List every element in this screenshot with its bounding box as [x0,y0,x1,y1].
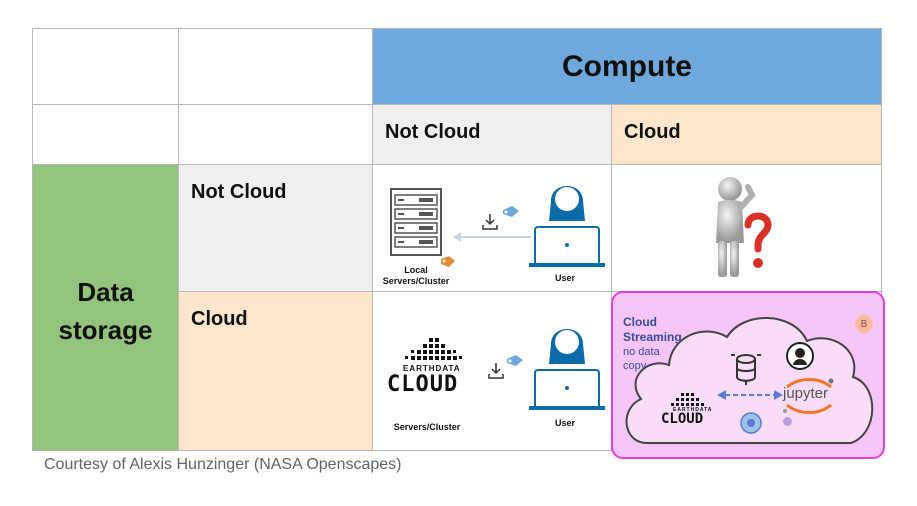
streaming-badge: B [855,315,873,333]
compute-header-label: Compute [562,49,692,83]
tag-icon [507,355,523,366]
caption: Courtesy of Alexis Hunzinger (NASA Opens… [44,456,402,473]
server-icon [390,188,442,256]
jupyter-orbit-icon [783,378,834,414]
local-compute-cloud-storage-cell: EARTHDATA CLOUD Servers/Cluster User [372,291,612,451]
corner-cell-2 [178,28,373,105]
earthdata-dots-icon [671,393,704,406]
corner-cell-3 [32,104,179,165]
cloud-compute-local-storage-cell [611,164,882,292]
database-icon [731,354,761,385]
streaming-earthdata-text: EARTHDATA [673,407,713,413]
local-server-label: Local Servers/Cluster [382,265,450,286]
cloud-tool-icon [740,412,762,434]
earthdata-text: EARTHDATA [403,364,461,373]
cloud-streaming-panel: Cloud Streaming no data copy B jupyter E… [611,291,885,459]
download-icon [482,214,498,230]
corner-cell-4 [178,104,373,165]
decorative-dot [783,417,792,426]
arrow-icon [717,390,783,400]
storage-cloud-header: Cloud [178,291,373,451]
earthdata-cloud-word: CLOUD [387,372,459,397]
download-icon [488,363,504,379]
avatar-icon [786,342,814,370]
streaming-title: Cloud Streaming [623,315,682,344]
cloud-server-label: Servers/Cluster [393,422,461,432]
streaming-cloud-word: CLOUD [661,411,704,427]
user-icon [529,186,605,267]
arrow-icon [453,232,531,242]
compute-not-cloud-header: Not Cloud [372,104,612,165]
user-icon [529,329,605,410]
thinking-figure-icon [716,177,756,277]
storage-cloud-label: Cloud [191,308,248,330]
data-storage-header: Data storage [32,164,179,451]
compute-cloud-header: Cloud [611,104,882,165]
question-mark-icon [744,212,772,268]
jupyter-logo: jupyter [783,385,829,402]
compute-not-cloud-label: Not Cloud [385,121,481,143]
tag-icon [503,206,519,217]
cloud-user-label: User [554,418,575,428]
local-user-label: User [554,273,575,283]
local-local-cell: Local Servers/Cluster User [372,164,612,292]
compute-header: Compute [372,28,882,105]
tag-icon [441,256,455,267]
data-storage-label: Data storage [58,277,153,345]
earthdata-dots-icon [405,338,462,360]
corner-cell-1 [32,28,179,105]
compute-cloud-label: Cloud [624,121,681,143]
streaming-subtitle: no data copy [623,346,660,372]
storage-not-cloud-label: Not Cloud [191,181,287,203]
storage-not-cloud-header: Not Cloud [178,164,373,292]
